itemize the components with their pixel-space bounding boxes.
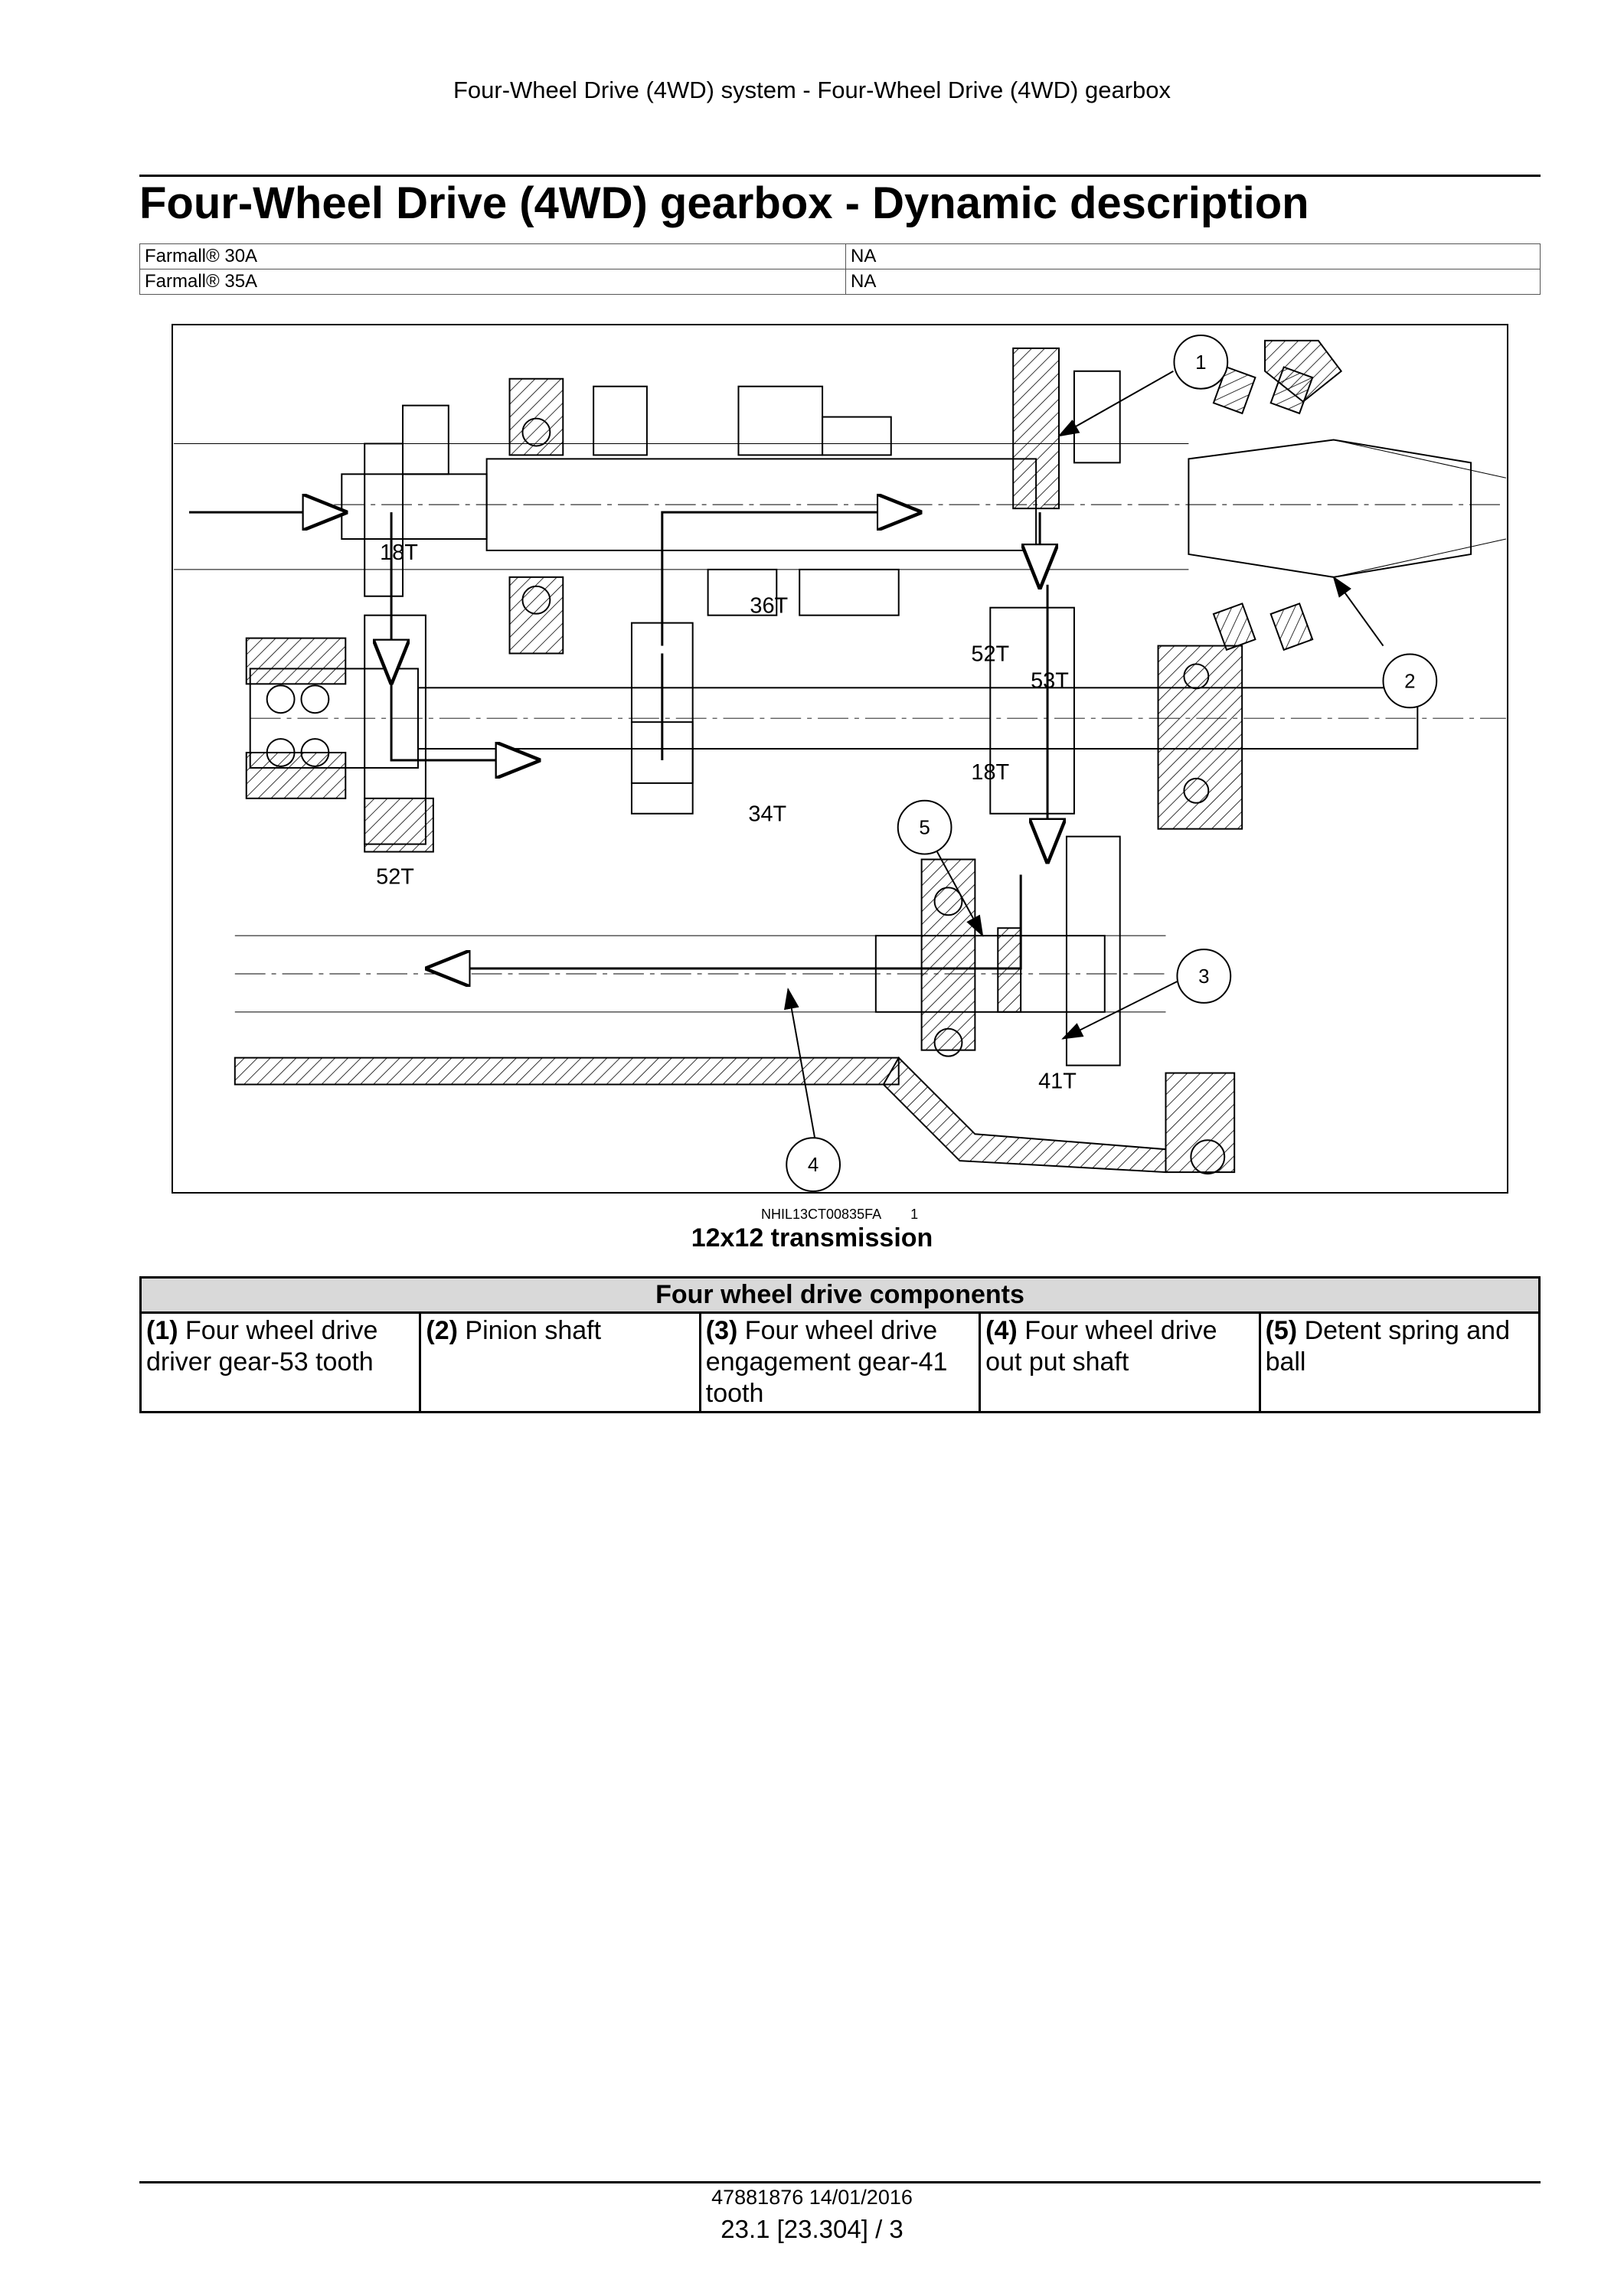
running-header: Four-Wheel Drive (4WD) system - Four-Whe… <box>453 77 1171 103</box>
callout-number: 4 <box>808 1155 819 1176</box>
legend-item-text: Detent spring and ball <box>1265 1316 1510 1377</box>
legend-item: (2) Pinion shaft <box>419 1311 701 1413</box>
legend-item-number: (5) <box>1265 1316 1298 1345</box>
legend-item: (5) Detent spring and ball <box>1258 1311 1541 1413</box>
figure-caption: 12x12 transmission <box>691 1223 933 1253</box>
header-rule <box>139 175 1541 177</box>
gear-label: 41T <box>1038 1069 1077 1093</box>
callouts: 1 2 3 4 5 <box>786 334 1438 1192</box>
gear-labels: 18T 36T 52T 53T 18T 34T 52T 41T <box>376 541 1077 1094</box>
gearbox-drawing <box>174 339 1507 1175</box>
legend-item: (3) Four wheel drive engagement gear-41 … <box>698 1311 982 1413</box>
legend-heading: Four wheel drive components <box>139 1276 1541 1314</box>
legend-item: (4) Four wheel drive out put shaft <box>979 1311 1261 1413</box>
figure-reference: NHIL13CT00835FA 1 <box>761 1207 918 1223</box>
gear-label: 53T <box>1031 668 1069 693</box>
model-row: Farmall® 35A NA <box>139 269 1541 295</box>
power-flow-arrows <box>189 512 1047 968</box>
legend-row: (1) Four wheel drive driver gear-53 toot… <box>139 1311 1541 1413</box>
legend-item-number: (2) <box>426 1316 458 1345</box>
components-legend-table: Four wheel drive components (1) Four whe… <box>139 1276 1541 1413</box>
gear-label: 52T <box>376 864 414 889</box>
legend-item-number: (4) <box>985 1316 1018 1345</box>
callout-number: 3 <box>1198 966 1209 988</box>
gear-label: 52T <box>971 642 1009 666</box>
legend-item-text: Four wheel drive driver gear-53 tooth <box>146 1316 378 1377</box>
callout-number: 5 <box>919 818 930 839</box>
footer-page-number: 23.1 [23.304] / 3 <box>721 2215 903 2243</box>
gear-label: 18T <box>971 760 1009 785</box>
gearbox-diagram: 18T 36T 52T 53T 18T 34T 52T 41T 1 2 3 4 … <box>172 324 1508 1194</box>
page-title: Four-Wheel Drive (4WD) gearbox - Dynamic… <box>139 178 1309 228</box>
gear-label: 34T <box>748 802 786 827</box>
model-value: NA <box>845 269 1541 295</box>
model-name: Farmall® 35A <box>139 269 846 295</box>
legend-item-text: Four wheel drive out put shaft <box>985 1316 1217 1377</box>
model-name: Farmall® 30A <box>139 243 846 269</box>
callout-number: 2 <box>1404 671 1415 692</box>
model-row: Farmall® 30A NA <box>139 243 1541 269</box>
gear-label: 36T <box>750 594 788 619</box>
model-applicability-table: Farmall® 30A NA Farmall® 35A NA <box>139 243 1541 295</box>
legend-item: (1) Four wheel drive driver gear-53 toot… <box>139 1311 422 1413</box>
gear-label: 18T <box>380 541 418 565</box>
callout-number: 1 <box>1195 352 1206 374</box>
figure-ref-code: NHIL13CT00835FA <box>761 1207 882 1222</box>
legend-item-text: Pinion shaft <box>465 1316 602 1345</box>
legend-item-text: Four wheel drive engagement gear-41 toot… <box>705 1316 948 1408</box>
figure-ref-number: 1 <box>910 1207 919 1222</box>
model-value: NA <box>845 243 1541 269</box>
legend-item-number: (3) <box>705 1316 738 1345</box>
legend-item-number: (1) <box>146 1316 178 1345</box>
callout-leaders <box>784 370 1384 1138</box>
footer-document-id: 47881876 14/01/2016 <box>711 2186 913 2209</box>
footer-rule <box>139 2181 1541 2183</box>
